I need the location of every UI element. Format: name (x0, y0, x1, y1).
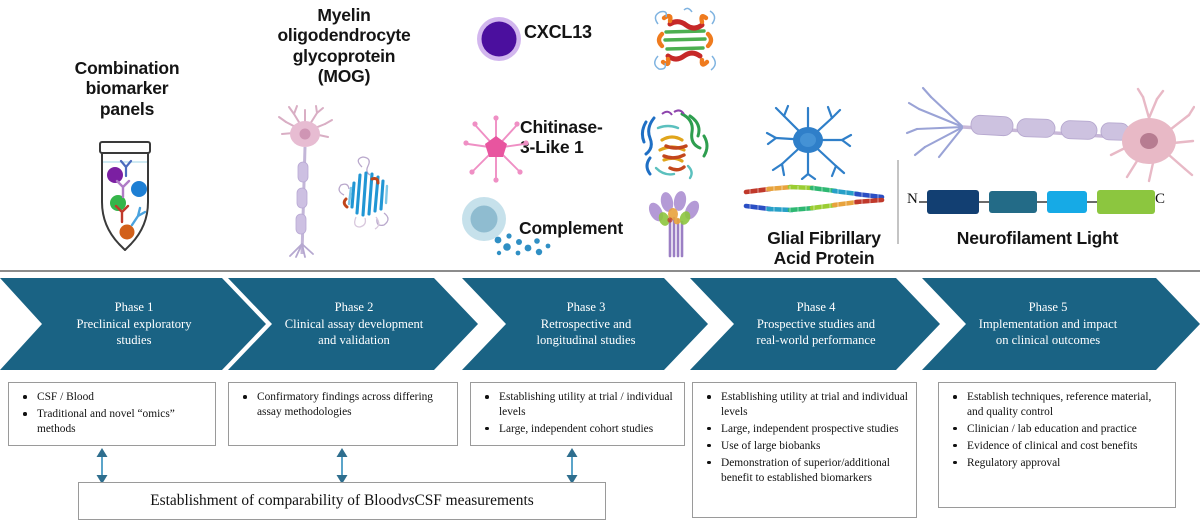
gfap-coiled-coil-structure-icon (743, 184, 885, 213)
list-item: Large, independent prospective studies (699, 422, 908, 437)
complement-cell-icon (462, 197, 506, 241)
biomarker-label-mog: Myelin oligodendrocyte glycoprotein (MOG… (277, 5, 411, 86)
phase-band: Phase 1 Preclinical exploratory studies … (0, 270, 1200, 372)
complement-particles-icon (494, 233, 551, 256)
list-item: Demonstration of superior/additional ben… (699, 456, 908, 486)
phase-chevron-5[interactable]: Phase 5 Implementation and impact on cli… (922, 276, 1200, 372)
list-item: Large, independent cohort studies (477, 422, 676, 437)
nfl-c-terminus-label: C (1154, 191, 1165, 207)
myelinated-neuron-icon (905, 86, 1195, 183)
mog-protein-structure-icon (338, 156, 389, 230)
cxcl13-protein-structure-icon (654, 7, 716, 71)
band-top-rule (0, 270, 1200, 272)
list-item: Establishing utility at trial and indivi… (699, 390, 908, 420)
biomarker-label-nfl: Neurofilament Light (956, 228, 1119, 248)
neuron-oligodendrocyte-icon (278, 105, 333, 258)
microglia-cell-icon (463, 115, 529, 183)
astrocyte-icon (765, 104, 853, 180)
nfl-domain-diagram: N C (897, 160, 1165, 244)
list-item: Confirmatory findings across differing a… (235, 390, 449, 420)
nfl-n-terminus-label: N (907, 191, 918, 207)
connector-arrow-phase-3 (566, 448, 578, 484)
phase-4-detail-box: Establishing utility at trial and indivi… (692, 382, 917, 518)
phase-chevron-2[interactable]: Phase 2 Clinical assay development and v… (228, 276, 480, 372)
biomarker-label-chitinase: Chitinase- 3-Like 1 (520, 117, 603, 158)
comparability-text-after: CSF measurements (414, 492, 534, 509)
list-item: Use of large biobanks (699, 439, 908, 454)
connector-arrow-phase-1 (96, 448, 108, 484)
lymphocyte-cell-icon (477, 17, 521, 61)
list-item: Establishing utility at trial / individu… (477, 390, 676, 420)
list-item: Traditional and novel “omics” methods (15, 407, 207, 437)
complement-c1q-structure-icon (648, 191, 700, 258)
phase-chevron-3[interactable]: Phase 3 Retrospective and longitudinal s… (462, 276, 710, 372)
eppendorf-tube-icon (99, 141, 151, 251)
comparability-bar: Establishment of comparability of Blood … (78, 482, 606, 520)
chitinase-protein-structure-icon (640, 109, 709, 180)
phase-5-detail-box: Establish techniques, reference material… (938, 382, 1176, 508)
connector-arrow-phase-2 (336, 448, 348, 484)
list-item: Evidence of clinical and cost benefits (945, 439, 1167, 454)
biomarker-label-cxcl13: CXCL13 (524, 22, 592, 42)
phase-2-detail-box: Confirmatory findings across differing a… (228, 382, 458, 446)
biomarker-label-complement: Complement (519, 218, 623, 238)
list-item: CSF / Blood (15, 390, 207, 405)
phase-1-detail-box: CSF / Blood Traditional and novel “omics… (8, 382, 216, 446)
phase-3-detail-box: Establishing utility at trial / individu… (470, 382, 685, 446)
list-item: Clinician / lab education and practice (945, 422, 1167, 437)
biomarker-label-combination-panels: Combination biomarker panels (74, 58, 180, 119)
list-item: Establish techniques, reference material… (945, 390, 1167, 420)
biomarker-label-gfap: Glial Fibrillary Acid Protein (767, 228, 881, 269)
comparability-text-before: Establishment of comparability of Blood (150, 492, 402, 509)
comparability-text-italic: vs (401, 492, 415, 509)
phase-chevron-4[interactable]: Phase 4 Prospective studies and real-wor… (690, 276, 942, 372)
list-item: Regulatory approval (945, 456, 1167, 471)
nfl-divider (897, 160, 899, 244)
